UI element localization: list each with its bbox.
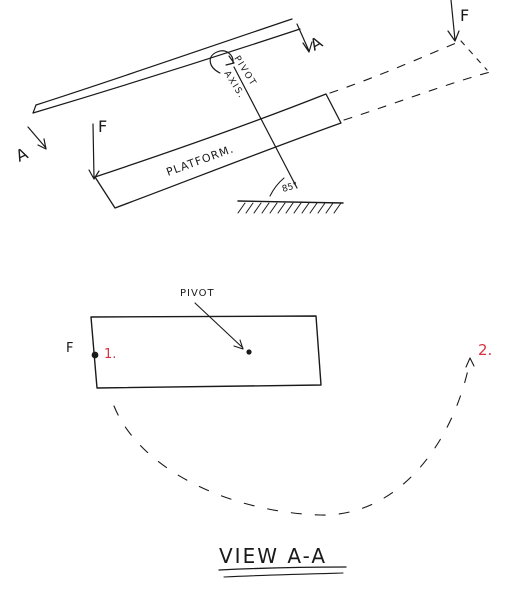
section-arrow-left xyxy=(27,126,47,150)
upper-platform-top-edge xyxy=(35,18,293,106)
force-point-icon xyxy=(91,351,99,359)
ground-line xyxy=(237,200,344,204)
pivot-point-icon xyxy=(246,349,252,355)
angle-arc xyxy=(269,177,285,197)
upper-platform-bottom-edge xyxy=(32,28,301,114)
position-1-label: 1. xyxy=(104,347,116,362)
platform-label: PLATFORM. xyxy=(165,142,236,179)
pivot-axis-line xyxy=(233,66,298,189)
ground-hatching xyxy=(237,202,342,214)
rotation-icon xyxy=(209,50,235,74)
right-force-arrow xyxy=(447,0,460,42)
view-title-underline-1 xyxy=(218,566,347,571)
view-aa-platform-rectangle xyxy=(90,315,322,389)
view-title-underline-2 xyxy=(223,572,344,578)
section-mark-left: A xyxy=(13,144,31,166)
section-arrow-right xyxy=(296,23,313,53)
position-2-label: 2. xyxy=(478,341,492,359)
upper-platform-left-edge xyxy=(32,104,37,114)
travel-path-dashed xyxy=(113,359,471,516)
pivot-pointer-arrow xyxy=(194,302,244,350)
travel-path-arrowhead xyxy=(465,357,475,368)
lower-platform-outline xyxy=(94,93,342,209)
projection-dashed-lower xyxy=(343,71,491,121)
upper-force-label: F xyxy=(460,6,469,25)
angle-label: 85° xyxy=(281,181,299,195)
view-aa-force-label: F xyxy=(66,341,73,356)
projection-dashed-upper xyxy=(329,40,462,94)
platform-force-arrow xyxy=(88,123,100,180)
view-title: VIEW A-A xyxy=(219,544,327,568)
left-force-label: F xyxy=(98,117,107,136)
pivot-label: PIVOT xyxy=(180,288,215,299)
projection-dashed-end xyxy=(460,40,488,71)
